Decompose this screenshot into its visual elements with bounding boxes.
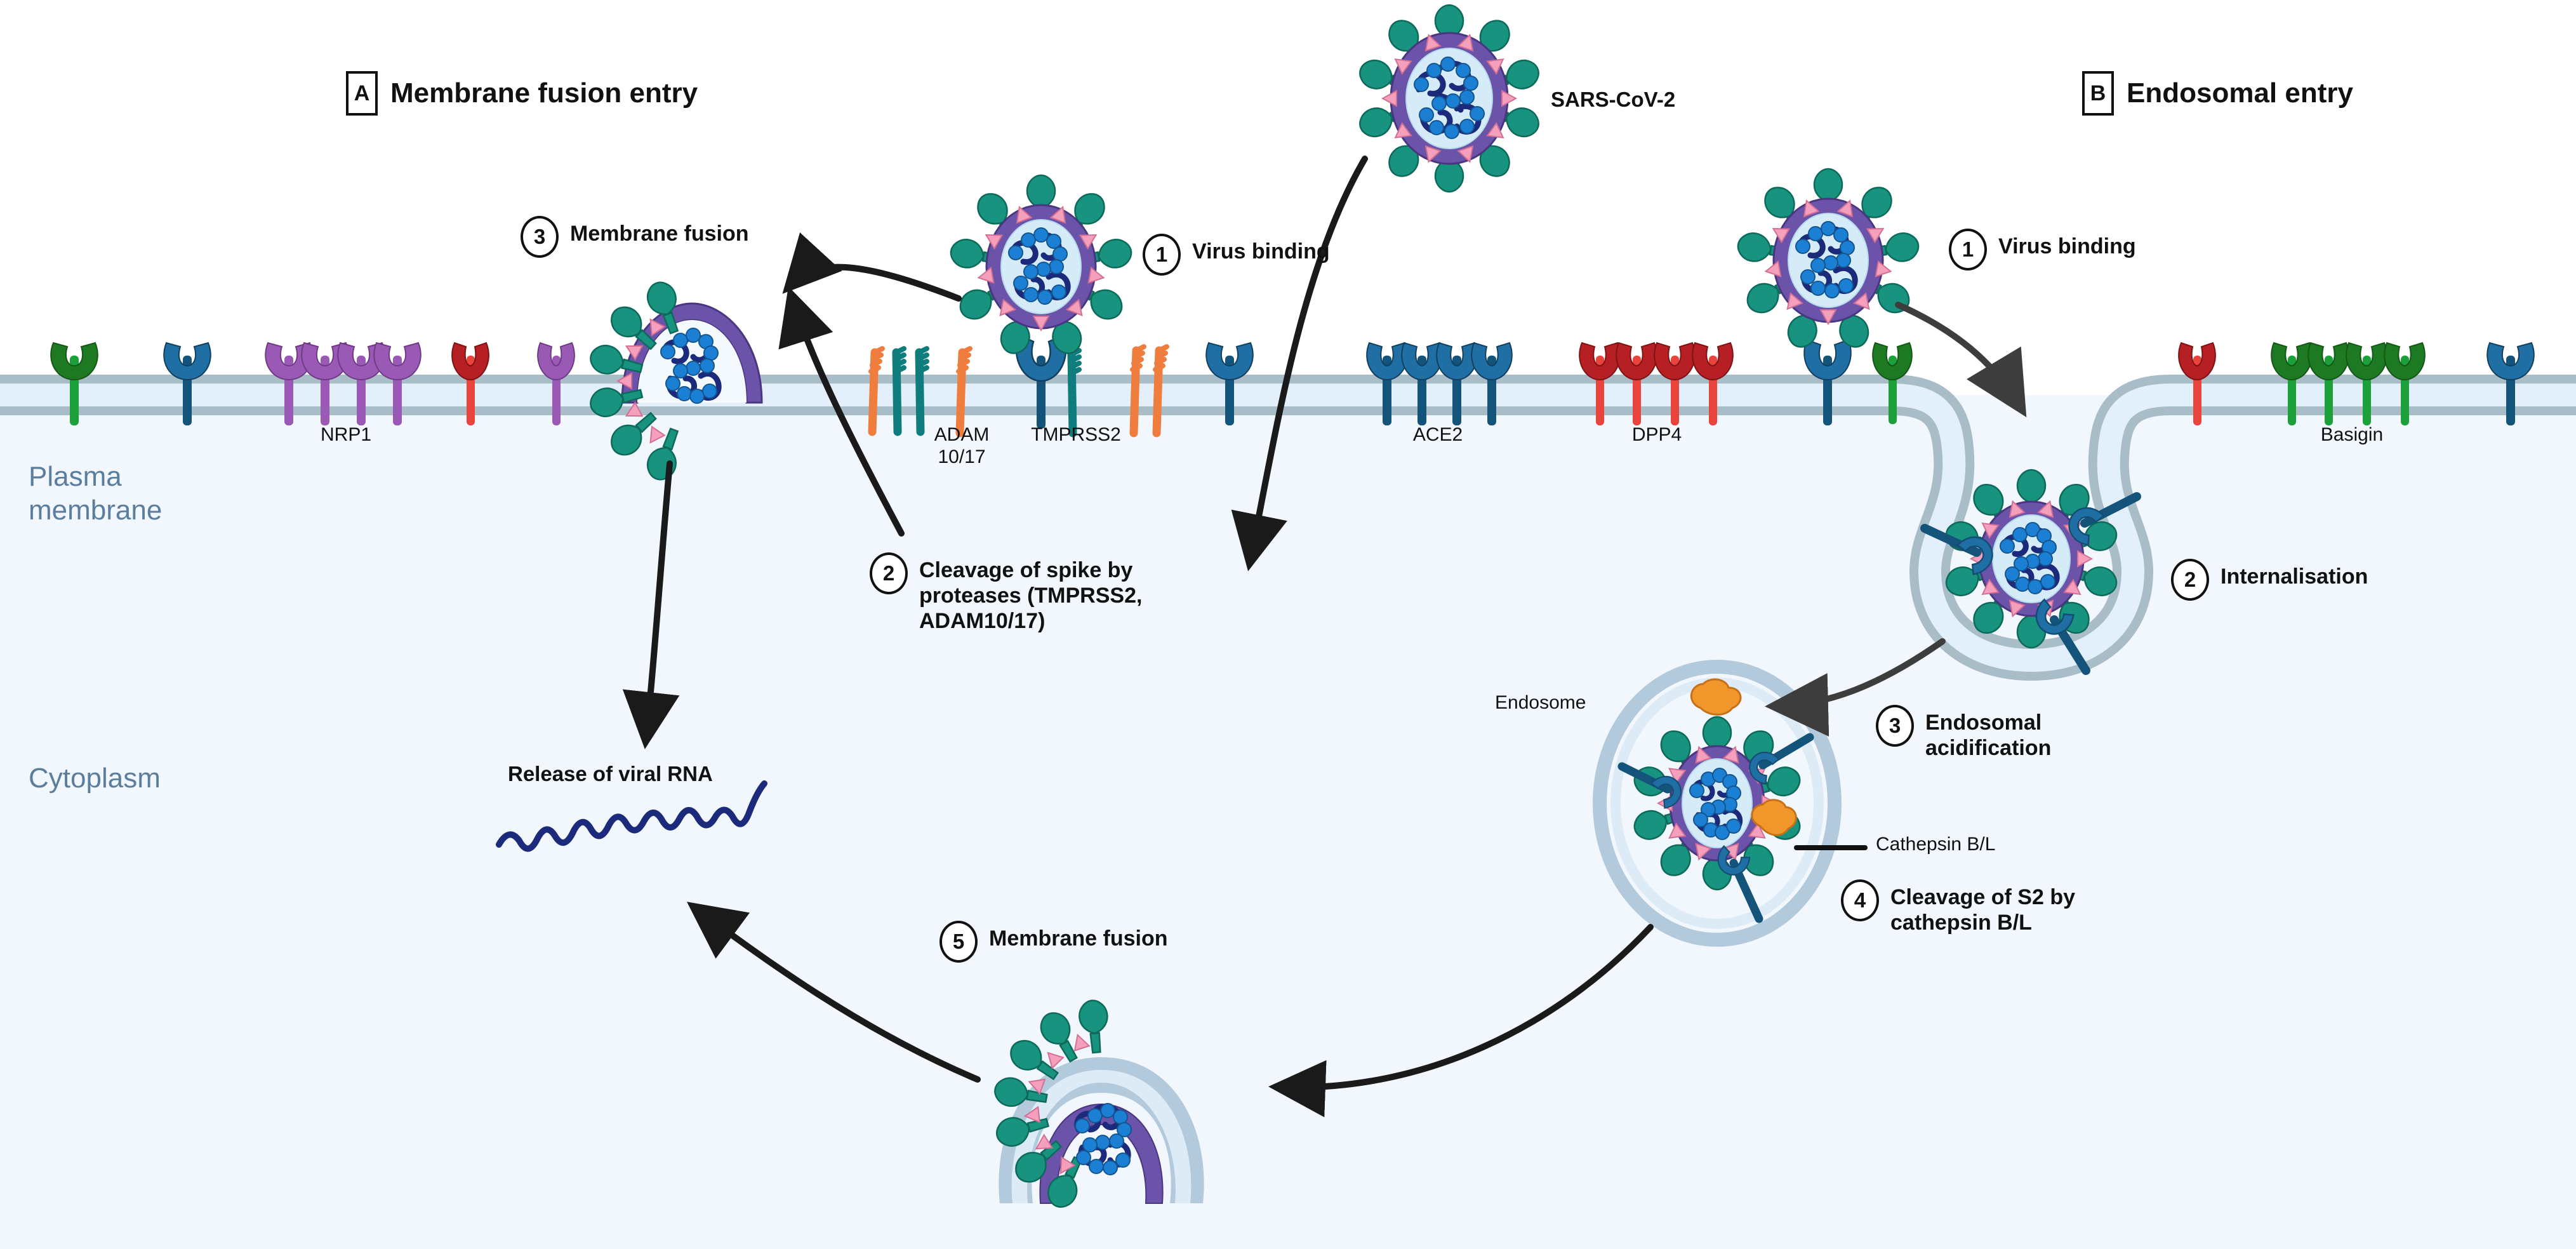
cathepsin-label: Cathepsin B/L [1876, 834, 1996, 855]
receptor-label-ace2: ACE2 [1412, 424, 1463, 445]
panel-title-b: B Endosomal entry [2082, 71, 2353, 116]
step-right-4-text: Cleavage of S2 by cathepsin B/L [1890, 885, 2076, 935]
panel-badge-a: A [346, 71, 378, 116]
receptor-ace2-right [2486, 342, 2535, 425]
step-left-5-num: 5 [939, 921, 978, 963]
cathepsin-blob-bottom [1751, 799, 1797, 836]
receptor-label-adam: ADAM 10/17 [934, 424, 990, 467]
step-right-4-num: 4 [1841, 879, 1879, 921]
step-left-2-text: Cleavage of spike by proteases (TMPRSS2,… [919, 558, 1143, 634]
receptor-label-dpp4: DPP4 [1631, 424, 1682, 445]
receptor-basigin-left [50, 342, 98, 425]
step-right-3: 3 Endosomal acidification [1876, 705, 2051, 761]
step-right-4: 4 Cleavage of S2 by cathepsin B/L [1841, 879, 2075, 935]
zone-label-cytoplasm: Cytoplasm [29, 763, 161, 794]
step-left-2: 2 Cleavage of spike by proteases (TMPRSS… [870, 552, 1142, 634]
virion-fusing-membrane [587, 277, 763, 484]
receptor-nrp1-single [537, 342, 575, 425]
panel-title-a-text: Membrane fusion entry [390, 77, 698, 109]
flow-arrows-grey [1765, 302, 2027, 737]
receptor-ace2-mid [1205, 342, 1254, 425]
receptor-cluster-ace2 [1366, 342, 1513, 425]
step-left-1-text: Virus binding [1192, 239, 1330, 264]
receptor-cluster-nrp1 [265, 342, 422, 425]
virion-in-endosome [1617, 678, 1814, 923]
virion-internalising [1920, 469, 2141, 675]
step-left-5-text: Membrane fusion [989, 926, 1168, 951]
step-left-3-text: Membrane fusion [570, 222, 749, 246]
receptor-dpp4-left [451, 342, 489, 425]
step-right-3-text: Endosomal acidification [1925, 711, 2052, 761]
step-left-5: 5 Membrane fusion [939, 921, 1167, 963]
step-left-1: 1 Virus binding [1143, 234, 1330, 276]
step-left-3-num: 3 [521, 216, 559, 258]
step-right-2: 2 Internalisation [2171, 559, 2368, 601]
step-right-2-num: 2 [2171, 559, 2209, 601]
cathepsin-blob-top [1690, 678, 1742, 716]
receptor-cluster-dpp4 [1579, 342, 1734, 425]
bound-ace2-endosome [1617, 733, 1814, 923]
zone-label-plasma-membrane: Plasma membrane [29, 461, 163, 526]
virus-label: SARS-CoV-2 [1551, 88, 1676, 111]
receptor-ace2-binding [1803, 338, 1852, 425]
receptor-field [50, 334, 2535, 437]
viral-rna-strand [496, 780, 767, 852]
panel-title-b-text: Endosomal entry [2127, 77, 2353, 109]
panel-title-a: A Membrane fusion entry [346, 71, 698, 116]
step-right-2-text: Internalisation [2221, 564, 2368, 589]
step-left-1-num: 1 [1143, 234, 1181, 276]
panel-badge-b: B [2082, 71, 2114, 116]
receptor-label-nrp1: NRP1 [320, 424, 372, 445]
vesicle-fusing-bottom [992, 998, 1204, 1213]
receptor-cluster-basigin [2271, 342, 2426, 425]
step-right-1-num: 1 [1949, 229, 1987, 271]
receptor-basigin-mid [1872, 342, 1913, 424]
step-right-1: 1 Virus binding [1949, 229, 2136, 271]
step-left-3: 3 Membrane fusion [521, 216, 748, 258]
virion-binding-right [1735, 168, 1922, 352]
bound-ace2-receptors [1920, 492, 2141, 675]
step-right-3-num: 3 [1876, 705, 1914, 747]
receptor-label-basigin: Basigin [2320, 424, 2384, 445]
receptor-ace2-left [163, 342, 211, 425]
release-viral-rna-label: Release of viral RNA [508, 762, 713, 785]
receptor-label-tmprss2: TMPRSS2 [1031, 424, 1121, 445]
step-left-2-num: 2 [870, 552, 908, 594]
endosome-label: Endosome [1495, 692, 1586, 713]
plasma-membrane [0, 375, 2576, 681]
virion-binding-left [948, 174, 1134, 359]
receptor-dpp4-right [2178, 342, 2216, 425]
step-right-1-text: Virus binding [1998, 234, 2136, 258]
flow-arrows [622, 156, 1654, 1118]
endosome [1593, 660, 1842, 947]
receptor-cluster-proteases [868, 334, 1169, 437]
receptor-tmprss2-bound [1015, 334, 1067, 429]
virion-free [1355, 4, 1543, 193]
